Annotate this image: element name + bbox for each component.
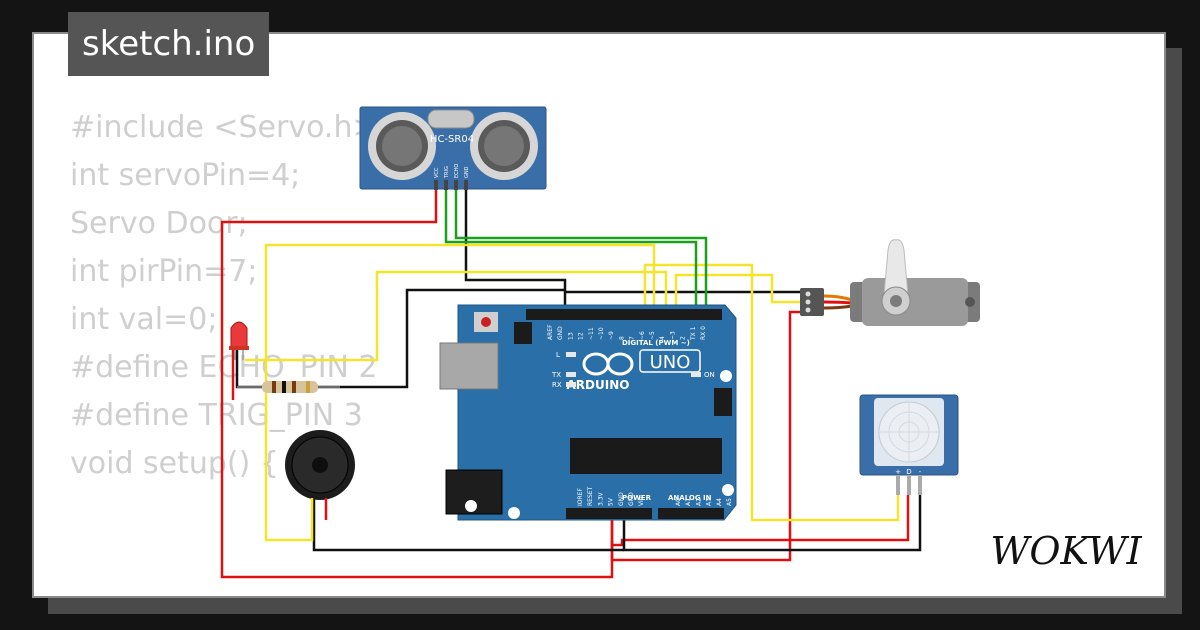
arduino-brand: ARDUINO bbox=[567, 378, 630, 392]
arduino-bottom-pin-label: RESET bbox=[587, 486, 594, 506]
code-line: int val=0; bbox=[70, 302, 218, 337]
code-line: #define ECHO_PIN 2 bbox=[70, 350, 378, 385]
arduino-bottom-pin-label: 3.3V bbox=[597, 491, 604, 506]
ultrasonic-pin-gnd: GND bbox=[464, 166, 470, 178]
ultrasonic-pin-echo: ECHO bbox=[454, 164, 460, 178]
power-label: POWER bbox=[622, 494, 652, 502]
arduino-top-pin-label: ~11 bbox=[588, 327, 595, 340]
wokwi-logo: WOKWI bbox=[990, 529, 1142, 573]
arduino-top-pin-label: 8 bbox=[618, 336, 625, 340]
pir-pin-d: D bbox=[906, 468, 911, 476]
pir-pin-plus: + bbox=[895, 468, 901, 476]
buzzer[interactable] bbox=[285, 430, 355, 500]
resistor[interactable] bbox=[237, 381, 340, 393]
arduino-top-pin-label: 13 bbox=[567, 332, 574, 340]
arduino-top-pin-label: AREF bbox=[547, 324, 554, 340]
code-line: void setup() { bbox=[70, 446, 279, 481]
arduino-top-pin-label: ~5 bbox=[649, 331, 656, 340]
wires-red bbox=[220, 188, 910, 579]
arduino-top-pin-label: ~10 bbox=[598, 327, 605, 340]
arduino-top-pin-label: 2 bbox=[680, 336, 687, 340]
ultrasonic-pin-trig: TRIG bbox=[444, 166, 450, 179]
code-line: int pirPin=7; bbox=[70, 254, 258, 289]
arduino-model: UNO bbox=[650, 352, 691, 373]
arduino-top-pin-label: GND bbox=[557, 326, 564, 340]
l-label: L bbox=[556, 351, 560, 359]
arduino-top-pin-label: ~3 bbox=[669, 331, 676, 340]
arduino-top-pin-label: 12 bbox=[578, 332, 585, 340]
arduino-uno[interactable]: ARDUINO UNO DIGITAL (PWM ~) POWER ANALOG… bbox=[439, 304, 737, 521]
analog-label: ANALOG IN bbox=[668, 494, 712, 502]
arduino-bottom-pin-label: Vin bbox=[638, 496, 645, 506]
arduino-bottom-pin-label: A0 bbox=[675, 498, 682, 506]
ultrasonic-label: HC-SR04 bbox=[430, 134, 474, 145]
ultrasonic-sensor[interactable]: HC-SR04 VCC TRIG ECHO GND bbox=[359, 106, 547, 190]
arduino-top-pin-label: ~6 bbox=[639, 331, 646, 340]
arduino-top-pin-label: ~9 bbox=[608, 331, 615, 340]
arduino-bottom-pin-label: A2 bbox=[695, 498, 702, 506]
arduino-bottom-pin-label: A4 bbox=[716, 498, 723, 506]
arduino-bottom-pin-label: 5V bbox=[608, 497, 615, 506]
arduino-bottom-pin-label: A1 bbox=[685, 498, 692, 506]
wires-black bbox=[235, 188, 922, 552]
wires-green bbox=[444, 188, 708, 310]
arduino-bottom-pin-label: GND bbox=[618, 492, 625, 506]
on-label: ON bbox=[704, 371, 715, 379]
servo-motor[interactable] bbox=[800, 239, 980, 326]
file-name-tab[interactable]: sketch.ino bbox=[68, 12, 270, 76]
arduino-bottom-pin-label: IOREF bbox=[577, 488, 584, 506]
wokwi-logo-text: WOKWI bbox=[990, 529, 1142, 573]
arduino-bottom-pin-label: GND bbox=[628, 492, 635, 506]
arduino-bottom-pin-label: A3 bbox=[706, 498, 713, 506]
rx-label: RX bbox=[552, 381, 562, 389]
code-background: #include <Servo.h> int servoPin=4; Servo D… bbox=[70, 104, 378, 488]
pir-pin-minus: - bbox=[919, 468, 922, 476]
arduino-top-pin-label: 7 bbox=[629, 336, 636, 340]
pir-sensor[interactable]: + D - bbox=[859, 394, 959, 495]
arduino-top-pin-label: RX 0 bbox=[700, 326, 707, 340]
digital-label: DIGITAL (PWM ~) bbox=[622, 339, 690, 347]
code-line: int servoPin=4; bbox=[70, 158, 301, 193]
arduino-bottom-pin-label: A5 bbox=[726, 498, 733, 506]
red-led[interactable] bbox=[229, 321, 249, 360]
code-line: #include <Servo.h> bbox=[70, 110, 378, 145]
ultrasonic-pin-vcc: VCC bbox=[434, 167, 440, 178]
code-line: Servo Door; bbox=[70, 206, 248, 241]
arduino-top-pin-label: 4 bbox=[659, 336, 666, 340]
arduino-top-pin-label: TX 1 bbox=[690, 326, 697, 341]
tx-label: TX bbox=[551, 371, 561, 379]
